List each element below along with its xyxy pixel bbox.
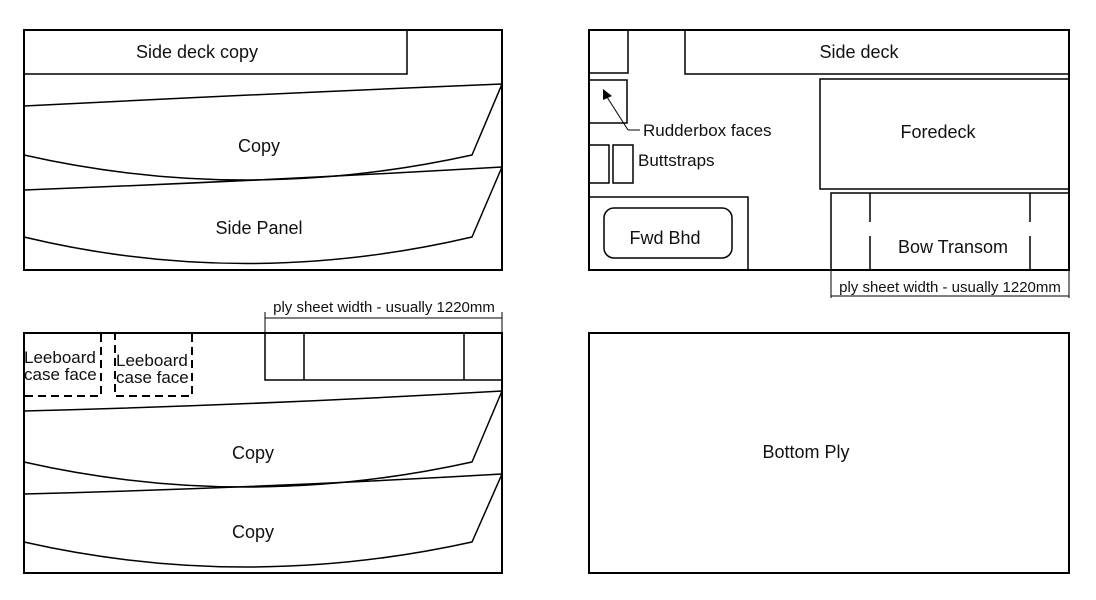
sheet-bottom-right: Bottom Ply bbox=[588, 332, 1070, 574]
fwd-bhd-part bbox=[603, 207, 733, 259]
buttstrap-part-1 bbox=[588, 144, 610, 184]
side-deck-label: Side deck bbox=[819, 42, 899, 62]
side-panel-lower bbox=[23, 166, 504, 265]
side-deck-copy-label: Side deck copy bbox=[136, 42, 258, 62]
leeboard-1-label-2: case face bbox=[24, 365, 97, 384]
bow-transom-label: Bow Transom bbox=[898, 237, 1008, 257]
buttstraps-label: Buttstraps bbox=[638, 151, 715, 170]
bottom-ply-part bbox=[588, 332, 1070, 574]
sheet-top-right: Side deck Rudderbox faces Buttstraps For… bbox=[588, 29, 1070, 298]
fwd-bhd-label: Fwd Bhd bbox=[629, 228, 700, 248]
buttstrap-part-2 bbox=[612, 144, 634, 184]
side-panel-copy-1 bbox=[23, 390, 504, 488]
side-panel-lower-label: Side Panel bbox=[215, 218, 302, 238]
rudderbox-block bbox=[589, 30, 629, 74]
leeboard-2-label: Leeboard bbox=[116, 351, 188, 370]
strip-part bbox=[264, 332, 503, 381]
foredeck-label: Foredeck bbox=[900, 122, 976, 142]
dimension-top-right: ply sheet width - usually 1220mm bbox=[830, 270, 1070, 298]
dimension-label: ply sheet width - usually 1220mm bbox=[839, 279, 1061, 296]
leeboard-case-face-1 bbox=[23, 332, 102, 397]
bow-transom-area bbox=[830, 192, 1069, 270]
side-deck-copy-part bbox=[23, 29, 408, 75]
side-panel-copy-upper bbox=[23, 83, 504, 181]
rudderbox-faces-label: Rudderbox faces bbox=[643, 121, 772, 140]
side-panel-copy-2-label: Copy bbox=[232, 522, 274, 542]
rudderbox-leader-line bbox=[606, 96, 629, 131]
side-deck-part bbox=[684, 30, 1069, 75]
dimension-bottom-left: ply sheet width - usually 1220mm bbox=[264, 299, 503, 333]
sheet-top-left: Side deck copy Copy Side Panel bbox=[23, 29, 504, 271]
rudderbox-face-part bbox=[588, 79, 628, 124]
leeboard-case-face-2 bbox=[114, 332, 193, 397]
dimension-label: ply sheet width - usually 1220mm bbox=[273, 299, 495, 316]
leeboard-2-label-2: case face bbox=[116, 368, 189, 387]
bottom-ply-label: Bottom Ply bbox=[762, 442, 849, 462]
rudderbox-leader-arrowhead bbox=[603, 89, 612, 100]
side-panel-copy-upper-label: Copy bbox=[238, 136, 280, 156]
side-panel-copy-2 bbox=[23, 473, 504, 568]
sheet-bottom-left: ply sheet width - usually 1220mm Leeboar… bbox=[23, 299, 504, 574]
fwd-bhd-area bbox=[589, 196, 749, 270]
foredeck-part bbox=[819, 78, 1070, 190]
leeboard-1-label: Leeboard bbox=[24, 348, 96, 367]
side-panel-copy-1-label: Copy bbox=[232, 443, 274, 463]
sheet-outline bbox=[23, 332, 503, 574]
